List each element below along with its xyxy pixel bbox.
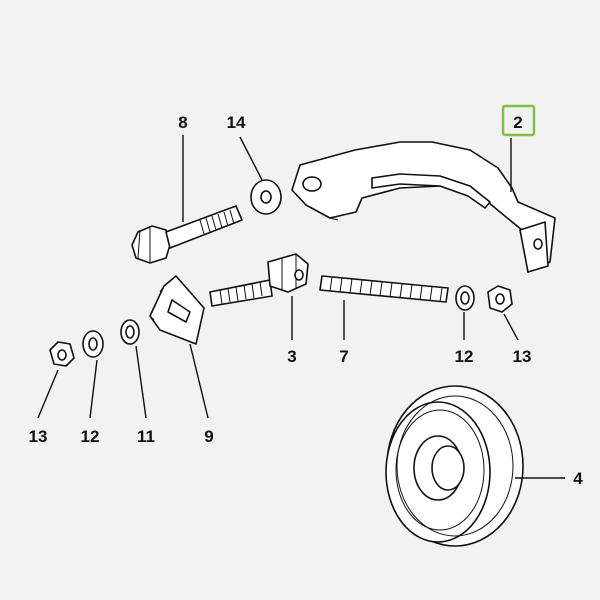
part-12-washer-left[interactable]: [82, 330, 104, 358]
callout-label-14: 14: [227, 113, 246, 132]
part-2-highlight-box: [501, 104, 536, 137]
part-7-threaded-rod[interactable]: [319, 275, 449, 303]
callout-label-13-left: 13: [29, 427, 48, 446]
part-8-bolt[interactable]: [131, 205, 243, 264]
callout-label-9: 9: [204, 427, 213, 446]
callout-label-12-left: 12: [81, 427, 100, 446]
part-2-bracket[interactable]: [291, 138, 556, 273]
leader-line-13-right: [503, 313, 519, 341]
callout-label-2: 2: [513, 113, 522, 132]
callout-label-11: 11: [137, 427, 155, 446]
leader-line-9: [189, 343, 209, 419]
part-13-nut-right[interactable]: [487, 285, 513, 313]
part-3-adjuster[interactable]: [209, 253, 309, 307]
leader-line-14: [239, 136, 263, 181]
callout-label-12-right: 12: [455, 347, 474, 366]
leader-line-11: [135, 345, 147, 419]
part-13-nut-left[interactable]: [49, 341, 75, 367]
leader-line-12-left: [89, 359, 98, 419]
callout-label-7: 7: [339, 347, 348, 366]
callout-label-3: 3: [287, 347, 296, 366]
part-11-washer[interactable]: [120, 319, 140, 345]
part-14-washer[interactable]: [250, 179, 282, 215]
part-4-pulley[interactable]: [385, 385, 524, 547]
callout-label-8: 8: [178, 113, 187, 132]
leader-line-13-left: [37, 369, 59, 419]
callout-label-13-right: 13: [513, 347, 532, 366]
part-12-washer-right[interactable]: [455, 285, 475, 311]
part-9-plate[interactable]: [149, 275, 205, 345]
callout-label-4: 4: [573, 469, 583, 488]
